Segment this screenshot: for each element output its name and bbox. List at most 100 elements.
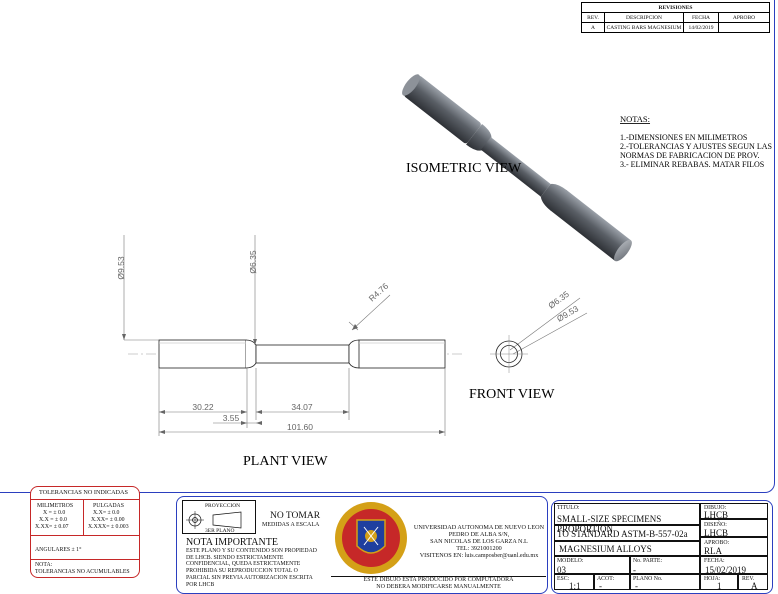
dibujo-cell: DIBUJO: LHCB — [700, 503, 768, 520]
rev: A — [751, 581, 758, 591]
esc-label: ESC: — [557, 576, 570, 582]
tol-in-2: X.XXX= ± 0.003 — [88, 524, 129, 530]
dim-radius: R4.76 — [367, 281, 391, 304]
fecha: 15/02/2019 — [705, 565, 747, 575]
university-info: UNIVERSIDAD AUTONOMA DE NUEVO LEON PEDRO… — [412, 524, 546, 559]
drawing-border — [0, 0, 775, 493]
esc: 1:1 — [569, 581, 581, 591]
isometric-specimen — [402, 74, 632, 262]
title-cell: TITULO: SMALL-SIZE SPECIMENS PROPORTION — [554, 503, 700, 534]
acot-label: ACOT: — [597, 576, 615, 582]
important-title: NOTA IMPORTANTE — [186, 537, 278, 548]
important-line-6: POR LHCB — [186, 581, 215, 588]
tolerances-in-header: PULGADAS — [93, 503, 124, 509]
tol-mm-1: X.X = ± 0.0 — [39, 517, 67, 523]
note-line-3: NORMAS DE FABRICACION DE PROV. — [620, 151, 760, 160]
revision-table: REVISIONES REV. DESCRIPCION FECHA APROBO… — [581, 2, 770, 33]
diseno-label: DISEÑO: — [704, 522, 727, 528]
tol-in-0: X.X= ± 0.0 — [93, 510, 120, 516]
projection-type: 3ER PLANO — [205, 528, 235, 534]
projection-symbol — [186, 511, 242, 529]
diseno: LHCB — [704, 528, 729, 538]
hoja-label: HOJA: — [704, 576, 721, 582]
acot: - — [599, 581, 602, 591]
important-line-5: PARCIAL SIN PREVIA AUTORIZACION ESCRITA — [186, 574, 313, 581]
university-address-1: PEDRO DE ALBA S/N, — [448, 531, 510, 538]
dim-len-fillet: 3.55 — [223, 413, 240, 423]
note-line-2: 2.-TOLERANCIAS Y AJUSTES SEGUN LAS — [620, 142, 772, 151]
dim-len-gauge: 34.07 — [291, 402, 313, 412]
title-block-right — [551, 500, 773, 594]
plano-cell: PLANO No. - — [630, 574, 700, 591]
material-cell: MAGNESIUM ALLOYS — [554, 541, 700, 556]
fecha-label: FECHA: — [704, 558, 725, 564]
title-cell-2: TO STANDARD ASTM-B-557-02a — [554, 525, 700, 541]
fecha-cell: FECHA: 15/02/2019 — [700, 556, 768, 575]
notes-title: NOTAS: — [620, 114, 650, 124]
university-email: VISITENOS EN: luis.camposber@uanl.edu.mx — [419, 552, 539, 559]
parte-label: No. PARTE: — [633, 558, 663, 564]
hoja-cell: HOJA: 1 — [700, 574, 738, 591]
projection-box: PROYECCION 3ER PLANO — [182, 500, 256, 534]
no-scale-title: NO TOMAR — [270, 511, 321, 521]
dimension-arrows — [122, 324, 445, 434]
hoja: 1 — [717, 581, 722, 591]
front-view-label: FRONT VIEW — [469, 387, 555, 402]
note-line-1: 1.-DIMENSIONES EN MILIMETROS — [620, 133, 747, 142]
tolerances-box: TOLERANCIAS NO INDICADAS MILIMETROS PULG… — [30, 486, 140, 578]
modelo-cell: MODELO: 03 — [554, 556, 630, 575]
titulo-label: TITULO: — [557, 505, 580, 511]
front-view-specimen — [490, 335, 528, 373]
university-seal-icon — [335, 502, 407, 574]
important-line-2: DE LHCB. SIENDO ESTRICTAMENTE — [186, 554, 284, 561]
parte-cell: No. PARTE: - — [630, 556, 700, 575]
plant-view-specimen — [128, 339, 462, 369]
computer-note-2: NO DEBERA MODIFICARSE MANUALMENTE — [376, 584, 501, 590]
dim-len-grip: 30.22 — [192, 402, 214, 412]
university-address-2: SAN NICOLAS DE LOS GARZA N.L — [430, 538, 528, 545]
tolerances-title: TOLERANCIAS NO INDICADAS — [39, 489, 128, 496]
tol-angular: ANGULARES ± 1° — [35, 547, 82, 553]
modelo: 03 — [557, 565, 566, 575]
university-name: UNIVERSIDAD AUTONOMA DE NUEVO LEON — [413, 524, 545, 531]
tol-mm-2: X.XX= ± 0.07 — [35, 524, 69, 530]
tolerances-mm-header: MILIMETROS — [37, 503, 74, 509]
dibujo-label: DIBUJO: — [704, 505, 727, 511]
important-text: ESTE PLANO Y SU CONTENIDO SON PROPIEDAD … — [186, 548, 317, 588]
aprobo-cell: APROBO: RLA — [700, 537, 768, 556]
tol-note-label: NOTA: — [35, 562, 53, 568]
dim-front-dia-large: Ø9.53 — [555, 303, 580, 323]
no-scale-sub: MEDIDAS A ESCALA — [262, 522, 320, 528]
plano: - — [635, 581, 638, 591]
esc-cell: ESC: 1:1 — [554, 574, 594, 591]
important-line-1: ESTE PLANO Y SU CONTENIDO SON PROPIEDAD — [186, 548, 317, 554]
plant-view-label: PLANT VIEW — [243, 454, 328, 469]
dibujo: LHCB — [704, 510, 729, 520]
modelo-label: MODELO: — [557, 558, 584, 564]
material: MAGNESIUM ALLOYS — [559, 544, 652, 554]
important-line-3: CONFIDENCIAL, QUEDA ESTRICTAMENTE — [186, 561, 301, 568]
rev-label: REV. — [742, 576, 755, 582]
acot-cell: ACOT: - — [594, 574, 630, 591]
dim-dia-small: Ø6.35 — [248, 250, 258, 273]
rev-cell: REV. A — [738, 574, 768, 591]
note-line-4: 3.- ELIMINAR REBABAS. MATAR FILOS — [620, 160, 764, 169]
dim-len-total: 101.60 — [287, 422, 313, 432]
titulo-line-1: SMALL-SIZE SPECIMENS PROPORTION — [557, 514, 662, 534]
aprobo-label: APROBO: — [704, 540, 730, 546]
titulo-line-2: TO STANDARD ASTM-B-557-02a — [557, 529, 688, 539]
plano-label: PLANO No. — [633, 576, 663, 582]
important-line-4: PROHIBIDA SU REPRODUCCION TOTAL O — [186, 568, 298, 575]
dim-dia-large: Ø9.53 — [116, 256, 126, 279]
university-phone: TEL: 3921001200 — [456, 545, 502, 552]
computer-note: ESTE DIBUJO ESTA PRODUCIDO POR COMPUTADO… — [331, 577, 546, 591]
computer-note-1: ESTE DIBUJO ESTA PRODUCIDO POR COMPUTADO… — [363, 577, 514, 583]
dimension-lines — [123, 235, 588, 436]
tol-note-text: TOLERANCIAS NO ACUMULABLES — [35, 569, 130, 575]
rev-row-approved — [718, 22, 770, 33]
aprobo: RLA — [704, 546, 722, 556]
parte: - — [633, 565, 636, 575]
diseno-cell: DISEÑO: LHCB — [700, 519, 768, 538]
isometric-view-label: ISOMETRIC VIEW — [406, 161, 522, 176]
